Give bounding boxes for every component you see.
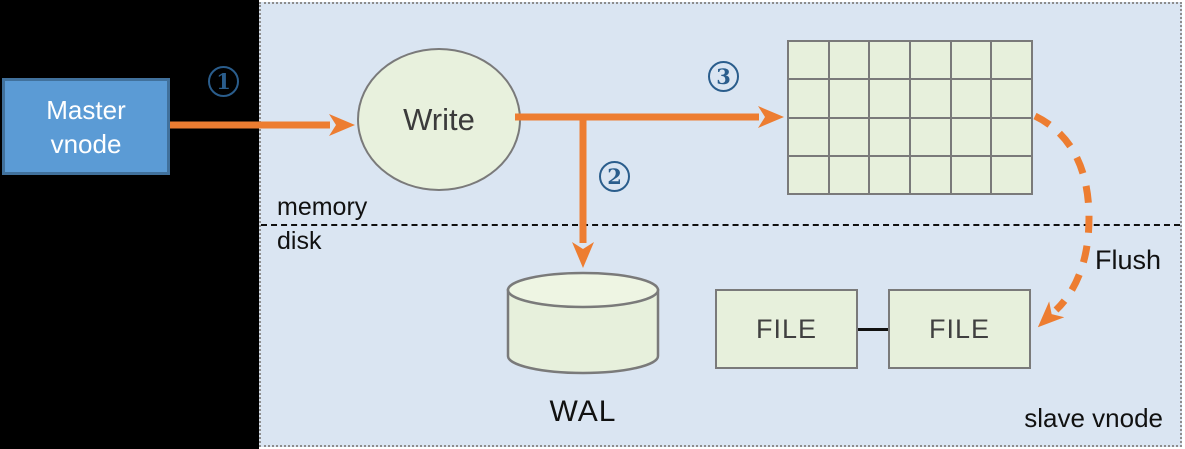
memtable-cell <box>870 118 909 155</box>
memtable-cell <box>911 42 950 79</box>
memtable-cell <box>951 156 991 193</box>
memtable-cell <box>911 156 950 193</box>
step-3-badge: 3 <box>708 61 739 92</box>
write-node: Write <box>357 48 521 191</box>
file-node-left: FILE <box>715 289 858 369</box>
write-node-label: Write <box>403 101 475 137</box>
memtable-cell <box>870 42 909 79</box>
master-vnode-label-line2: vnode <box>50 128 122 159</box>
memtable-cell <box>829 80 869 117</box>
file-node-right: FILE <box>888 289 1031 369</box>
memtable-cell <box>992 118 1031 155</box>
file-right-label: FILE <box>928 313 991 344</box>
master-vnode-node: Master vnode <box>2 78 170 175</box>
memtable-cell <box>992 156 1031 193</box>
memtable-cell <box>911 80 950 117</box>
memtable-cell <box>829 156 869 193</box>
memtable-cell <box>789 156 828 193</box>
memtable-grid <box>787 40 1033 195</box>
memory-disk-divider <box>261 224 1180 226</box>
file-connector-line <box>856 328 890 331</box>
memtable-cell <box>951 42 991 79</box>
memtable-cell <box>992 42 1031 79</box>
file-left-label: FILE <box>755 313 818 344</box>
memtable-cell <box>870 80 909 117</box>
memtable-cell <box>870 156 909 193</box>
flush-label: Flush <box>1095 245 1162 275</box>
memtable-cell <box>829 118 869 155</box>
memtable-cell <box>789 118 828 155</box>
master-vnode-label-line1: Master <box>46 94 126 125</box>
memtable-cell <box>911 118 950 155</box>
memtable-cell <box>951 80 991 117</box>
slave-vnode-label: slave vnode <box>1024 403 1163 433</box>
step-2-badge: 2 <box>599 161 630 192</box>
memtable-cell <box>829 42 869 79</box>
memtable-cell <box>789 42 828 79</box>
memtable-cell <box>951 118 991 155</box>
wal-label: WAL <box>549 395 617 428</box>
memory-zone-label: memory <box>277 193 368 221</box>
memtable-cell <box>992 80 1031 117</box>
disk-zone-label: disk <box>277 227 322 255</box>
memtable-cell <box>789 80 828 117</box>
step-1-badge: 1 <box>208 66 239 97</box>
